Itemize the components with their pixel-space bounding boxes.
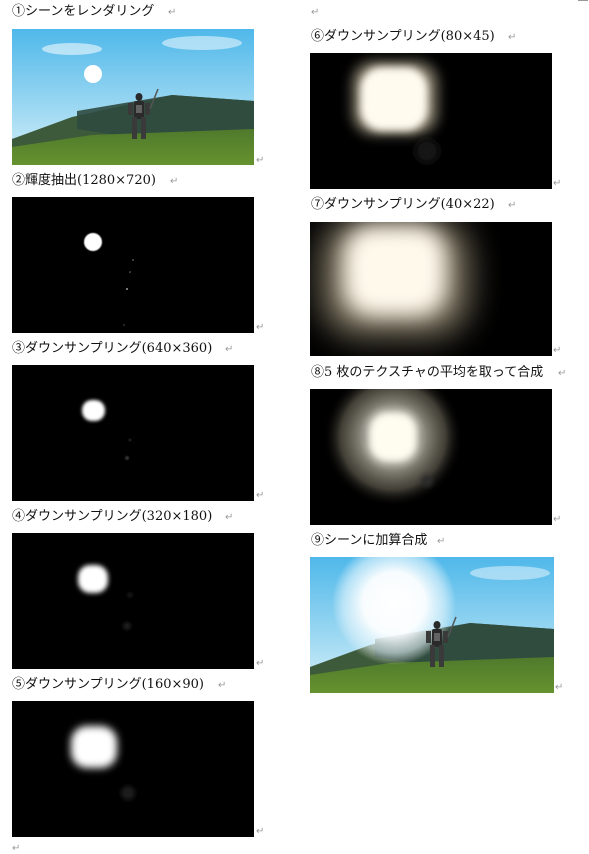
return-mark: ↵ [256, 155, 265, 166]
step-7-caption: ⑦ダウンサンプリング(40×22) [311, 197, 495, 212]
return-mark: ↵ [256, 490, 265, 501]
luminance-extract-image [12, 197, 254, 333]
return-mark: ↵ [168, 7, 177, 18]
return-mark: ↵ [225, 512, 234, 523]
return-mark: ↵ [437, 536, 446, 547]
return-mark: ↵ [256, 658, 265, 669]
downsample-160-image [12, 701, 254, 837]
step-6-caption: ⑥ダウンサンプリング(80×45) [311, 29, 495, 44]
average-composite-image [310, 389, 552, 525]
step-4-caption: ④ダウンサンプリング(320×180) [12, 509, 213, 524]
step-8-caption: ⑧5 枚のテクスチャの平均を取って合成 [311, 365, 544, 380]
additive-composite-scene-image [310, 557, 554, 693]
page-corner-mark [578, 0, 588, 1]
return-mark: ↵ [553, 514, 562, 525]
return-mark: ↵ [311, 7, 320, 18]
return-mark: ↵ [508, 32, 517, 43]
step-2-caption: ②輝度抽出(1280×720) [12, 173, 156, 188]
return-mark: ↵ [218, 680, 227, 691]
step-1-caption: ①シーンをレンダリング [12, 4, 155, 19]
return-mark: ↵ [256, 826, 265, 837]
downsample-40-image [310, 222, 552, 356]
return-mark: ↵ [225, 344, 234, 355]
return-mark: ↵ [558, 368, 567, 379]
return-mark: ↵ [508, 200, 517, 211]
return-mark: ↵ [555, 682, 564, 693]
return-mark: ↵ [12, 843, 21, 854]
downsample-80-image [310, 53, 552, 189]
step-9-caption: ⑨シーンに加算合成 [311, 533, 428, 548]
return-mark: ↵ [553, 345, 562, 356]
downsample-640-image [12, 365, 254, 501]
step-5-caption: ⑤ダウンサンプリング(160×90) [12, 677, 205, 692]
rendered-scene-image [12, 29, 254, 165]
return-mark: ↵ [256, 322, 265, 333]
step-3-caption: ③ダウンサンプリング(640×360) [12, 341, 213, 356]
return-mark: ↵ [553, 178, 562, 189]
downsample-320-image [12, 533, 254, 669]
return-mark: ↵ [170, 176, 179, 187]
